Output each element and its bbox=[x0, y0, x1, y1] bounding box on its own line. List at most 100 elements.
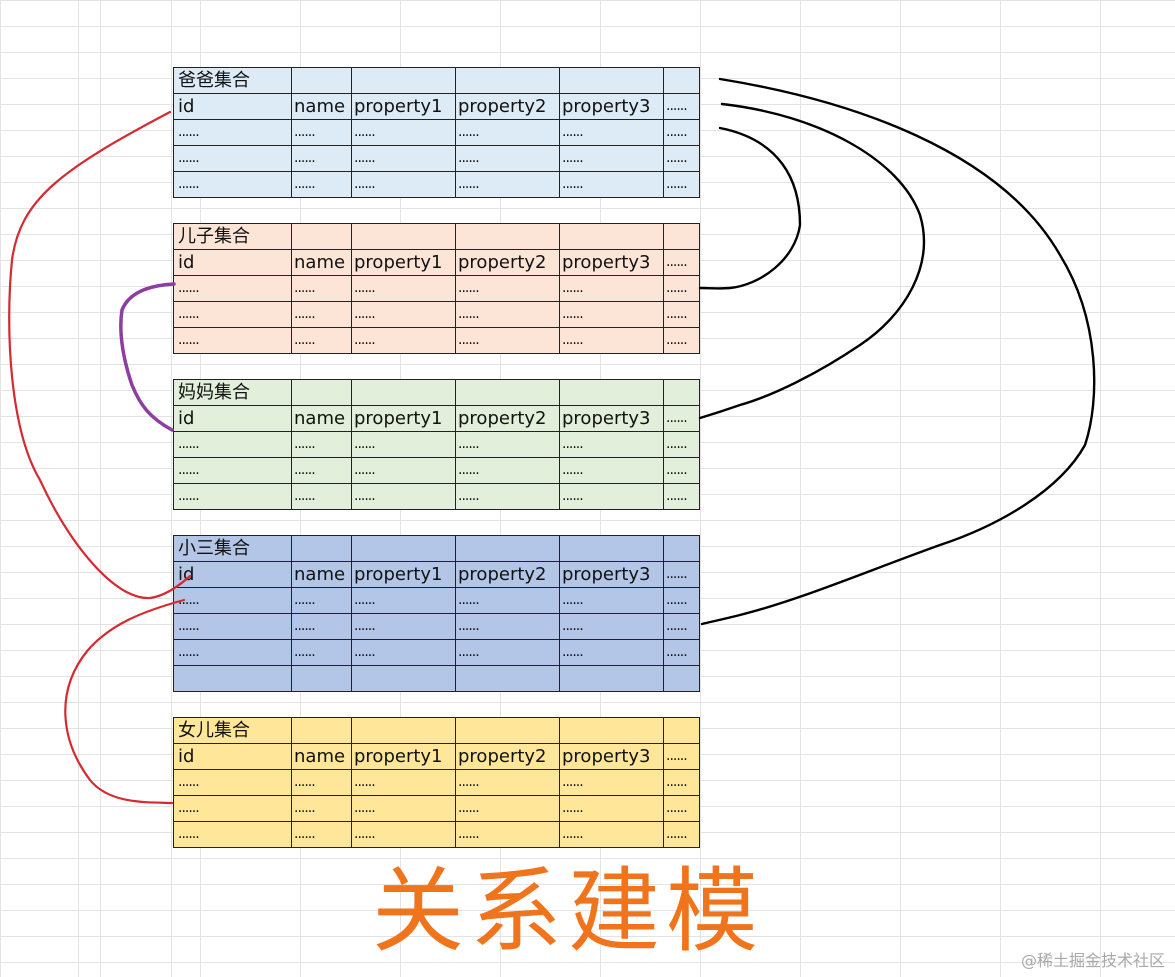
empty-cell[interactable] bbox=[663, 67, 700, 94]
table-cell[interactable]: ...... bbox=[291, 821, 352, 848]
empty-cell[interactable] bbox=[559, 535, 664, 562]
table-cell[interactable]: ...... bbox=[663, 639, 700, 666]
table-cell[interactable]: ...... bbox=[559, 431, 664, 458]
table-cell[interactable]: ...... bbox=[351, 327, 456, 354]
column-header[interactable]: name bbox=[291, 743, 352, 770]
table-cell[interactable]: ...... bbox=[663, 431, 700, 458]
table-cell[interactable]: ...... bbox=[455, 587, 560, 614]
table-cell[interactable]: ...... bbox=[351, 275, 456, 302]
collection-title[interactable]: 儿子集合 bbox=[173, 223, 292, 250]
column-header[interactable]: property1 bbox=[351, 249, 456, 276]
table-cell[interactable] bbox=[173, 665, 292, 692]
table-cell[interactable]: ...... bbox=[455, 327, 560, 354]
table-cell[interactable] bbox=[351, 665, 456, 692]
table-cell[interactable] bbox=[559, 665, 664, 692]
table-cell[interactable]: ...... bbox=[351, 483, 456, 510]
column-header[interactable]: ...... bbox=[663, 93, 700, 120]
table-cell[interactable]: ...... bbox=[559, 769, 664, 796]
empty-cell[interactable] bbox=[351, 379, 456, 406]
column-header[interactable]: property2 bbox=[455, 405, 560, 432]
table-cell[interactable]: ...... bbox=[663, 275, 700, 302]
table-cell[interactable]: ...... bbox=[351, 119, 456, 146]
table-cell[interactable]: ...... bbox=[173, 613, 292, 640]
table-cell[interactable] bbox=[291, 665, 352, 692]
table-cell[interactable]: ...... bbox=[291, 301, 352, 328]
table-cell[interactable]: ...... bbox=[455, 171, 560, 198]
table-cell[interactable]: ...... bbox=[663, 769, 700, 796]
empty-cell[interactable] bbox=[455, 535, 560, 562]
column-header[interactable]: name bbox=[291, 405, 352, 432]
table-cell[interactable]: ...... bbox=[559, 327, 664, 354]
column-header[interactable]: property2 bbox=[455, 743, 560, 770]
table-cell[interactable] bbox=[455, 665, 560, 692]
table-cell[interactable]: ...... bbox=[559, 639, 664, 666]
empty-cell[interactable] bbox=[663, 379, 700, 406]
table-cell[interactable]: ...... bbox=[455, 639, 560, 666]
column-header[interactable]: property2 bbox=[455, 561, 560, 588]
column-header[interactable]: property1 bbox=[351, 561, 456, 588]
table-cell[interactable]: ...... bbox=[663, 587, 700, 614]
table-cell[interactable]: ...... bbox=[291, 145, 352, 172]
table-cell[interactable]: ...... bbox=[351, 457, 456, 484]
table-cell[interactable]: ...... bbox=[559, 171, 664, 198]
empty-cell[interactable] bbox=[455, 67, 560, 94]
column-header[interactable]: name bbox=[291, 249, 352, 276]
table-cell[interactable]: ...... bbox=[291, 795, 352, 822]
table-cell[interactable]: ...... bbox=[291, 171, 352, 198]
table-cell[interactable]: ...... bbox=[351, 613, 456, 640]
table-cell[interactable]: ...... bbox=[173, 431, 292, 458]
column-header[interactable]: property1 bbox=[351, 743, 456, 770]
table-cell[interactable]: ...... bbox=[351, 587, 456, 614]
table-cell[interactable]: ...... bbox=[291, 483, 352, 510]
table-cell[interactable]: ...... bbox=[455, 431, 560, 458]
table-cell[interactable]: ...... bbox=[559, 145, 664, 172]
table-cell[interactable]: ...... bbox=[173, 821, 292, 848]
column-header[interactable]: id bbox=[173, 93, 292, 120]
collection-title[interactable]: 女儿集合 bbox=[173, 717, 292, 744]
table-cell[interactable]: ...... bbox=[455, 301, 560, 328]
table-cell[interactable]: ...... bbox=[173, 119, 292, 146]
table-cell[interactable]: ...... bbox=[559, 821, 664, 848]
column-header[interactable]: property1 bbox=[351, 405, 456, 432]
table-cell[interactable]: ...... bbox=[173, 275, 292, 302]
table-cell[interactable]: ...... bbox=[351, 171, 456, 198]
column-header[interactable]: property3 bbox=[559, 93, 664, 120]
empty-cell[interactable] bbox=[291, 67, 352, 94]
collection-title[interactable]: 小三集合 bbox=[173, 535, 292, 562]
table-cell[interactable]: ...... bbox=[663, 171, 700, 198]
collection-title[interactable]: 爸爸集合 bbox=[173, 67, 292, 94]
empty-cell[interactable] bbox=[559, 717, 664, 744]
empty-cell[interactable] bbox=[291, 379, 352, 406]
table-cell[interactable]: ...... bbox=[663, 457, 700, 484]
table-cell[interactable]: ...... bbox=[173, 587, 292, 614]
table-cell[interactable]: ...... bbox=[455, 613, 560, 640]
column-header[interactable]: ...... bbox=[663, 249, 700, 276]
table-cell[interactable]: ...... bbox=[173, 171, 292, 198]
column-header[interactable]: property2 bbox=[455, 249, 560, 276]
table-cell[interactable]: ...... bbox=[455, 275, 560, 302]
table-cell[interactable]: ...... bbox=[559, 119, 664, 146]
table-cell[interactable]: ...... bbox=[559, 457, 664, 484]
table-cell[interactable]: ...... bbox=[559, 275, 664, 302]
empty-cell[interactable] bbox=[351, 223, 456, 250]
empty-cell[interactable] bbox=[559, 223, 664, 250]
table-cell[interactable]: ...... bbox=[291, 639, 352, 666]
table-cell[interactable]: ...... bbox=[455, 483, 560, 510]
table-cell[interactable]: ...... bbox=[173, 301, 292, 328]
table-cell[interactable]: ...... bbox=[291, 769, 352, 796]
column-header[interactable]: name bbox=[291, 561, 352, 588]
table-cell[interactable]: ...... bbox=[663, 327, 700, 354]
table-cell[interactable]: ...... bbox=[663, 119, 700, 146]
table-cell[interactable]: ...... bbox=[559, 795, 664, 822]
table-cell[interactable]: ...... bbox=[173, 483, 292, 510]
table-cell[interactable]: ...... bbox=[173, 639, 292, 666]
empty-cell[interactable] bbox=[559, 67, 664, 94]
empty-cell[interactable] bbox=[291, 223, 352, 250]
table-cell[interactable]: ...... bbox=[663, 301, 700, 328]
empty-cell[interactable] bbox=[455, 379, 560, 406]
column-header[interactable]: property3 bbox=[559, 249, 664, 276]
table-cell[interactable]: ...... bbox=[173, 145, 292, 172]
empty-cell[interactable] bbox=[663, 223, 700, 250]
column-header[interactable]: property3 bbox=[559, 743, 664, 770]
table-cell[interactable]: ...... bbox=[291, 613, 352, 640]
